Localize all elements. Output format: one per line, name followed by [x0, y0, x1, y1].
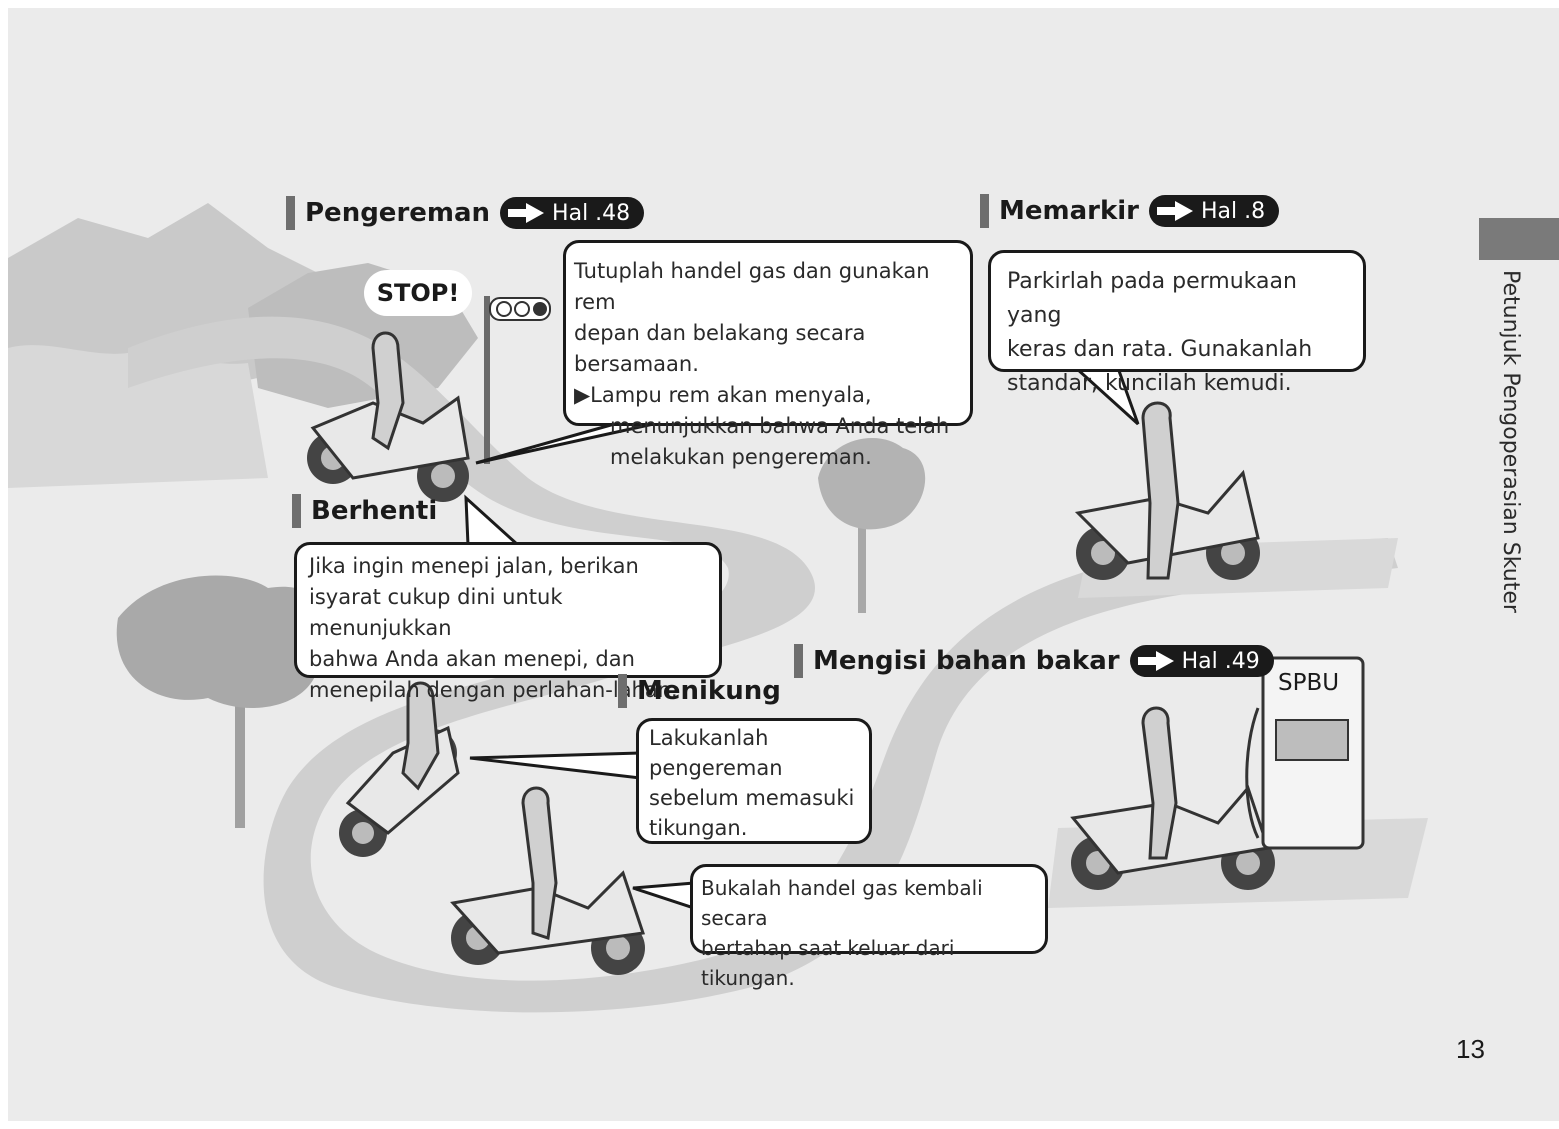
stopping-title: Berhenti	[311, 496, 438, 526]
chapter-tab	[1479, 218, 1559, 260]
braking-text-line: menunjukkan bahwa Anda telah	[610, 414, 950, 438]
stopping-text-line: bahwa Anda akan menepi, dan	[309, 647, 635, 671]
forest-left	[8, 345, 268, 488]
heading-marker	[286, 196, 295, 230]
stopping-bubble: Jika ingin menepi jalan, berikan isyarat…	[294, 542, 722, 702]
rider-icon	[401, 681, 440, 791]
parking-title: Memarkir	[999, 196, 1139, 226]
heading-marker	[292, 494, 301, 528]
refueling-page-ref[interactable]: Hal .49	[1129, 645, 1274, 677]
tree-icon	[818, 438, 926, 613]
chapter-title: Petunjuk Pengoperasian Skuter	[1498, 270, 1523, 613]
scooter-icon	[1070, 706, 1275, 890]
braking-text-line: depan dan belakang secara bersamaan.	[574, 321, 866, 376]
cornering-bubble-tail	[469, 751, 642, 780]
stopping-text-line: menepilah dengan perlahan-lahan.	[309, 678, 678, 702]
braking-text-line: Tutuplah handel gas dan gunakan rem	[574, 259, 930, 314]
refueling-ref-label: Hal .49	[1181, 648, 1260, 674]
heading-marker	[980, 194, 989, 228]
scooter-icon	[339, 681, 460, 857]
braking-page-ref[interactable]: Hal .48	[500, 197, 645, 229]
braking-text-line: melakukan pengereman.	[610, 445, 872, 469]
illustration	[8, 203, 1428, 1013]
cornering-title: Menikung	[637, 676, 781, 706]
scooter-icon	[307, 331, 470, 502]
braking-ref-label: Hal .48	[552, 200, 631, 226]
parking-heading: Memarkir Hal .8	[980, 194, 1280, 228]
stopping-text-line: isyarat cukup dini untuk menunjukkan	[309, 585, 563, 640]
heading-marker	[618, 674, 627, 708]
exit-bubble-tail	[632, 881, 696, 911]
scooter-icon	[450, 786, 645, 975]
cornering-text-line: tikungan.	[649, 816, 748, 840]
cornering-text-line: pengereman	[649, 756, 783, 780]
braking-heading: Pengereman Hal .48	[286, 196, 645, 230]
manual-page: Petunjuk Pengoperasian Skuter Pengereman…	[8, 8, 1559, 1121]
braking-title: Pengereman	[305, 198, 491, 228]
braking-text-line: ▶Lampu rem akan menyala,	[574, 383, 872, 407]
exit-bubble: Bukalah handel gas kembali secara bertah…	[690, 864, 1048, 990]
refueling-heading: Mengisi bahan bakar Hal .49	[794, 644, 1274, 678]
exit-text-line: bertahap saat keluar dari tikungan.	[701, 936, 955, 990]
parking-text-line: standar, kuncilah kemudi.	[1007, 371, 1292, 396]
parking-bubble: Parkirlah pada permukaan yang keras dan …	[988, 250, 1366, 396]
refueling-title: Mengisi bahan bakar	[813, 646, 1120, 676]
cornering-bubble: Lakukanlah pengereman sebelum memasuki t…	[636, 718, 872, 844]
arrow-right-icon	[508, 203, 545, 223]
stopping-text-line: Jika ingin menepi jalan, berikan	[309, 554, 639, 578]
stopping-heading: Berhenti	[292, 494, 437, 528]
scooter-icon	[1074, 401, 1260, 580]
fuel-pump-label: SPBU	[1278, 670, 1340, 696]
traffic-light-icon	[484, 296, 551, 464]
arrow-right-icon	[1157, 201, 1193, 221]
braking-bubble: Tutuplah handel gas dan gunakan rem depa…	[563, 240, 973, 469]
stop-sign: STOP!	[364, 270, 472, 316]
parking-ref-label: Hal .8	[1201, 198, 1266, 224]
rider-icon	[521, 786, 558, 940]
arrow-right-icon	[1137, 651, 1174, 671]
parking-text-line: Parkirlah pada permukaan yang	[1007, 269, 1297, 328]
parking-page-ref[interactable]: Hal .8	[1149, 195, 1280, 227]
rider-icon	[1141, 706, 1178, 860]
rider-icon	[371, 331, 405, 451]
parking-text-line: keras dan rata. Gunakanlah	[1007, 337, 1313, 362]
fuel-pump-icon	[1245, 656, 1365, 850]
exit-text-line: Bukalah handel gas kembali secara	[701, 876, 983, 930]
page-number: 13	[1456, 1034, 1485, 1064]
cornering-heading: Menikung	[618, 674, 781, 708]
cornering-text-line: Lakukanlah	[649, 726, 769, 750]
cornering-text-line: sebelum memasuki	[649, 786, 855, 810]
heading-marker	[794, 644, 803, 678]
rider-icon	[1141, 401, 1180, 580]
tree-icon	[116, 575, 328, 828]
